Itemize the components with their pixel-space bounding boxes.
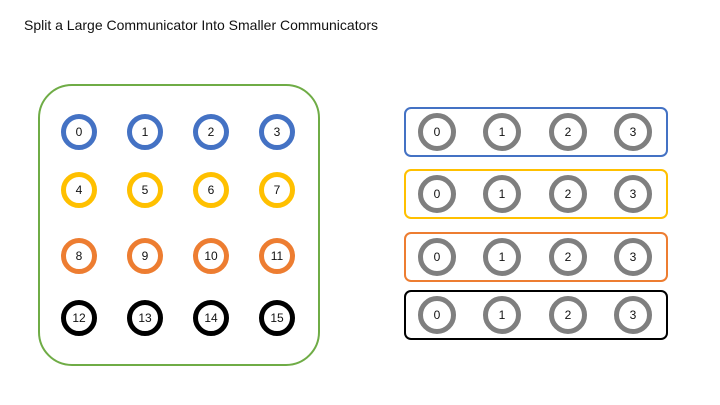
rank-node: 10 <box>193 238 229 274</box>
sub-communicator-box <box>404 107 668 157</box>
rank-node: 3 <box>259 114 295 150</box>
rank-node: 15 <box>259 300 295 336</box>
rank-node: 0 <box>61 114 97 150</box>
rank-node: 11 <box>259 238 295 274</box>
sub-rank-node: 2 <box>549 113 587 151</box>
sub-rank-node: 3 <box>614 175 652 213</box>
sub-rank-node: 0 <box>418 175 456 213</box>
sub-rank-node: 1 <box>483 238 521 276</box>
slide-title: Split a Large Communicator Into Smaller … <box>24 17 379 33</box>
rank-node: 9 <box>127 238 163 274</box>
sub-rank-node: 2 <box>549 238 587 276</box>
sub-rank-node: 3 <box>614 113 652 151</box>
sub-rank-node: 2 <box>549 175 587 213</box>
rank-node: 4 <box>61 172 97 208</box>
sub-rank-node: 0 <box>418 113 456 151</box>
rank-node: 14 <box>193 300 229 336</box>
sub-rank-node: 1 <box>483 113 521 151</box>
rank-node: 1 <box>127 114 163 150</box>
sub-communicator-box <box>404 290 668 340</box>
rank-node: 12 <box>61 300 97 336</box>
sub-rank-node: 0 <box>418 296 456 334</box>
sub-rank-node: 0 <box>418 238 456 276</box>
sub-communicator-box <box>404 232 668 282</box>
sub-rank-node: 3 <box>614 296 652 334</box>
sub-rank-node: 1 <box>483 175 521 213</box>
rank-node: 13 <box>127 300 163 336</box>
large-communicator-box <box>38 84 320 366</box>
sub-rank-node: 3 <box>614 238 652 276</box>
rank-node: 6 <box>193 172 229 208</box>
rank-node: 5 <box>127 172 163 208</box>
rank-node: 8 <box>61 238 97 274</box>
sub-rank-node: 2 <box>549 296 587 334</box>
rank-node: 7 <box>259 172 295 208</box>
sub-communicator-box <box>404 169 668 219</box>
sub-rank-node: 1 <box>483 296 521 334</box>
rank-node: 2 <box>193 114 229 150</box>
